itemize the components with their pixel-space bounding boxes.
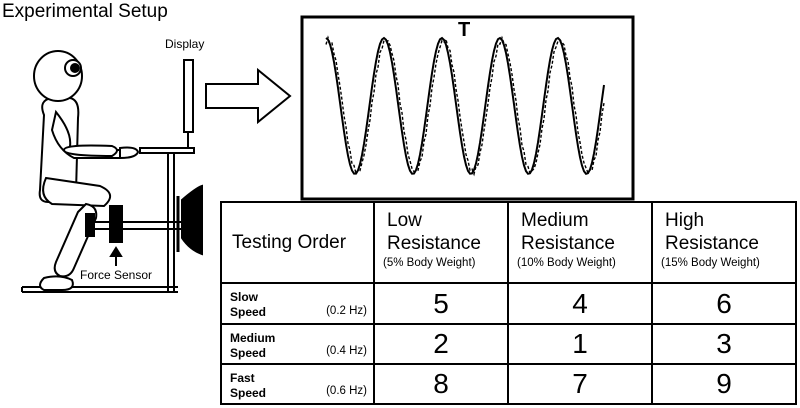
seat-frame [21, 150, 184, 293]
person-figure [33, 50, 140, 291]
force-sensor-label: Force Sensor [80, 268, 153, 282]
row-name: Slow Speed [230, 289, 267, 319]
row-frequency: (0.4 Hz) [326, 344, 367, 357]
column-title: Resistance [387, 233, 481, 254]
column-title: Resistance [665, 233, 759, 254]
table-cell: 9 [651, 362, 797, 406]
table-cell: 3 [651, 323, 797, 365]
table-cell: 8 [373, 362, 509, 406]
tracking-waveform [325, 35, 605, 177]
page-title: Experimental Setup [2, 1, 168, 22]
column-title: Low [387, 210, 422, 231]
column-title: Resistance [521, 233, 615, 254]
trace-marker: T [458, 19, 471, 41]
table-header-row: Testing Order Low Resistance (5% Body We… [220, 201, 797, 284]
column-title: Medium [521, 210, 589, 231]
table-cell: 2 [373, 323, 509, 365]
column-subtitle: (10% Body Weight) [517, 257, 616, 269]
table-row: Medium Speed (0.4 Hz) 2 1 3 [220, 323, 797, 365]
column-header-high: High Resistance (15% Body Weight) [651, 201, 797, 284]
table-row: Fast Speed (0.6 Hz) 8 7 9 [220, 362, 797, 406]
column-title: High [665, 210, 705, 231]
row-header: Slow Speed (0.2 Hz) [220, 281, 375, 326]
table-cell: 1 [507, 323, 653, 365]
row-name: Fast Speed [230, 370, 267, 400]
display-stand [139, 59, 195, 154]
column-header-low: Low Resistance (5% Body Weight) [373, 201, 509, 284]
column-subtitle: (15% Body Weight) [661, 257, 760, 269]
table-cell: 5 [373, 281, 509, 326]
table-cell: 4 [507, 281, 653, 326]
table-cell: 6 [651, 281, 797, 326]
row-header: Medium Speed (0.4 Hz) [220, 323, 375, 365]
column-subtitle: (5% Body Weight) [383, 257, 476, 269]
target-waveform [325, 36, 605, 175]
column-header-medium: Medium Resistance (10% Body Weight) [507, 201, 653, 284]
testing-order-table: Testing Order Low Resistance (5% Body We… [220, 201, 797, 406]
table-corner: Testing Order [220, 201, 375, 284]
row-header: Fast Speed (0.6 Hz) [220, 362, 375, 406]
row-frequency: (0.2 Hz) [326, 305, 367, 318]
right-arrow-icon [205, 67, 292, 125]
table-cell: 7 [507, 362, 653, 406]
table-row: Slow Speed (0.2 Hz) 5 4 6 [220, 281, 797, 326]
display-label: Display [165, 37, 205, 51]
row-frequency: (0.6 Hz) [326, 385, 367, 397]
force-sensor [85, 184, 203, 266]
row-name: Medium Speed [230, 331, 276, 361]
